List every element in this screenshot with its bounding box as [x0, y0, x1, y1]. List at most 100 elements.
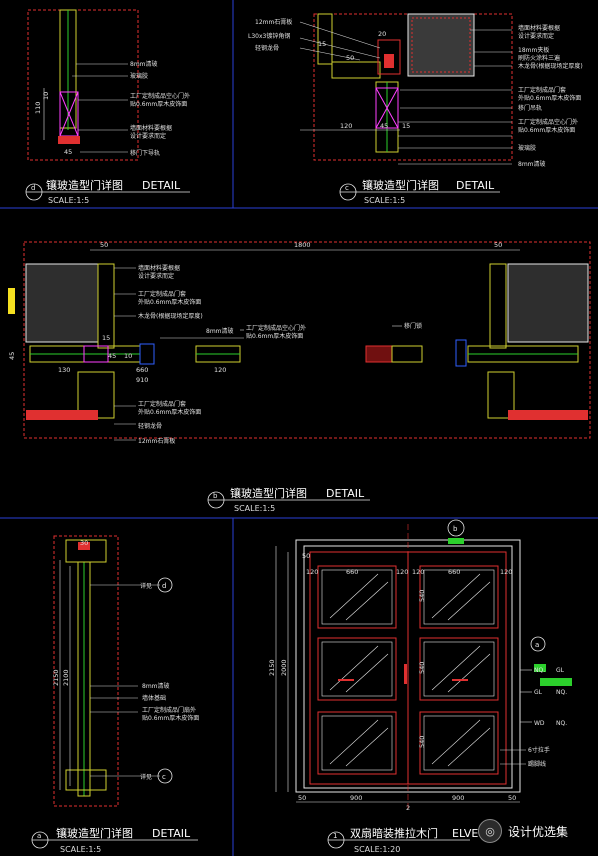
dim: 130: [58, 366, 70, 374]
dim: 2150: [52, 669, 60, 686]
note: 工厂定制成品空心门外: [246, 324, 306, 332]
panel-title: 镶玻造型门详图: [362, 178, 439, 192]
dim: 660: [136, 366, 148, 374]
panel-title-en: DETAIL: [326, 487, 365, 500]
note: 木龙骨(根据现场定厚度): [518, 62, 583, 70]
dim: 45: [108, 352, 116, 360]
note: 移门吊轨: [518, 104, 542, 112]
note: 8mm清玻: [130, 60, 158, 68]
panel-b: 50 1800 50 45 130 660 120 910 45 10 15 墙…: [8, 241, 591, 513]
panel-elevation: 120 660 120 120 660 120 50 540 540 540 2…: [268, 519, 572, 854]
wechat-icon: ◎: [478, 819, 502, 843]
note: 贴0.6mm厚木皮饰面: [142, 714, 199, 722]
finish-code: NQ.: [556, 689, 567, 696]
finish-code: NQ.: [556, 720, 567, 727]
note: 工厂定制成品门套: [138, 290, 186, 298]
dim: 50: [298, 794, 306, 802]
lock-icon: [404, 664, 407, 684]
dim: 110: [34, 102, 42, 114]
scale-label: SCALE:1:20: [354, 845, 400, 854]
note: 12mm石膏板: [255, 18, 292, 26]
watermark: ◎ 设计优选集: [478, 818, 596, 844]
dim: 50: [100, 241, 108, 249]
note: 移门锁: [404, 322, 422, 330]
section-marker-icon: [530, 636, 546, 652]
note: 贴0.6mm厚木皮饰面: [130, 100, 187, 108]
panel-letter: c: [345, 184, 349, 192]
section-callout-icon: [157, 577, 173, 593]
callout-label: 详见: [140, 582, 152, 590]
dim: 2100: [62, 669, 70, 686]
dim: 50: [302, 552, 310, 560]
note: 12mm石膏板: [138, 437, 175, 445]
note: 墙面材料要根据: [130, 124, 172, 132]
dim: 50: [494, 241, 502, 249]
dim: 20: [378, 30, 386, 38]
note: 工厂定制成品空心门外: [130, 92, 190, 100]
panel-letter: d: [31, 184, 35, 192]
panel-letter: b: [213, 492, 218, 500]
panel-d: 8mm清玻 玻璃胶 工厂定制成品空心门外 贴0.6mm厚木皮饰面 墙面材料要根据…: [25, 9, 190, 205]
dim: 540: [418, 736, 426, 748]
finish-code: NQ.: [534, 667, 545, 674]
note: 工厂定制成品门扇外: [142, 706, 196, 714]
note: 工厂定制成品门套: [518, 86, 566, 94]
marker-flag: [8, 288, 15, 314]
finish-code: GL: [534, 689, 543, 696]
dim: 15: [102, 334, 110, 342]
dim: 45: [8, 352, 16, 360]
dim: 120: [412, 568, 424, 576]
note: 8mm清玻: [142, 682, 170, 690]
dim: 120: [500, 568, 512, 576]
glass-panels: [317, 565, 499, 775]
note: 轻钢龙骨: [138, 422, 162, 430]
note: 外贴0.6mm厚木皮饰面: [138, 408, 201, 416]
dim: 45: [380, 122, 388, 130]
marker-letter: a: [535, 641, 539, 649]
section-marker-icon: [447, 519, 465, 537]
marker-letter: b: [453, 525, 458, 533]
dim: 10: [124, 352, 132, 360]
note: 设计要求而定: [518, 32, 554, 40]
note: 8mm清玻: [518, 160, 546, 168]
panel-title-en: DETAIL: [152, 827, 191, 840]
dim: 2: [406, 804, 410, 812]
callout-label: 详见: [140, 773, 152, 781]
dim: 540: [418, 662, 426, 674]
dim: 120: [396, 568, 408, 576]
note: 墙体基础: [142, 694, 166, 702]
note: 18mm夹板: [518, 46, 549, 54]
panel-title-en: ELVE: [452, 827, 478, 840]
marker-arrow: [448, 538, 464, 544]
dim: 900: [350, 794, 362, 802]
note: 踢脚线: [528, 760, 546, 768]
dim: 1800: [294, 241, 311, 249]
note: 木龙骨(根据现场定厚度): [138, 312, 203, 320]
panel-letter: 1: [333, 832, 337, 840]
dim: 2150: [268, 659, 276, 676]
dim: 30: [80, 539, 88, 547]
note: 工厂定制成品门套: [138, 400, 186, 408]
dim: 45: [64, 148, 72, 156]
dim: 910: [136, 376, 148, 384]
dim: 50: [346, 54, 354, 62]
note: 轻钢龙骨: [255, 44, 279, 52]
dim: 120: [340, 122, 352, 130]
panel-c: 12mm石膏板 L30x3镀锌角钢 轻钢龙骨 墙面材料要根据 设计要求而定 18…: [248, 13, 583, 205]
note: 8mm清玻: [206, 327, 234, 335]
note: 贴0.6mm厚木皮饰面: [518, 126, 575, 134]
panel-a: 2150 2100 30 8mm清玻 墙体基础 工厂定制成品门扇外 贴0.6mm…: [31, 535, 199, 854]
dim: 540: [418, 590, 426, 602]
panel-title: 镶玻造型门详图: [230, 486, 307, 500]
scale-label: SCALE:1:5: [234, 504, 275, 513]
note: 移门下导轨: [130, 149, 160, 157]
note: 外贴0.6mm厚木皮饰面: [518, 94, 581, 102]
scale-label: SCALE:1:5: [48, 196, 89, 205]
dim: 2000: [280, 659, 288, 676]
panel-title: 镶玻造型门详图: [56, 826, 133, 840]
dim: 660: [346, 568, 358, 576]
note: 设计要求而定: [138, 272, 174, 280]
dim: 10: [42, 92, 50, 100]
panel-title: 镶玻造型门详图: [46, 178, 123, 192]
